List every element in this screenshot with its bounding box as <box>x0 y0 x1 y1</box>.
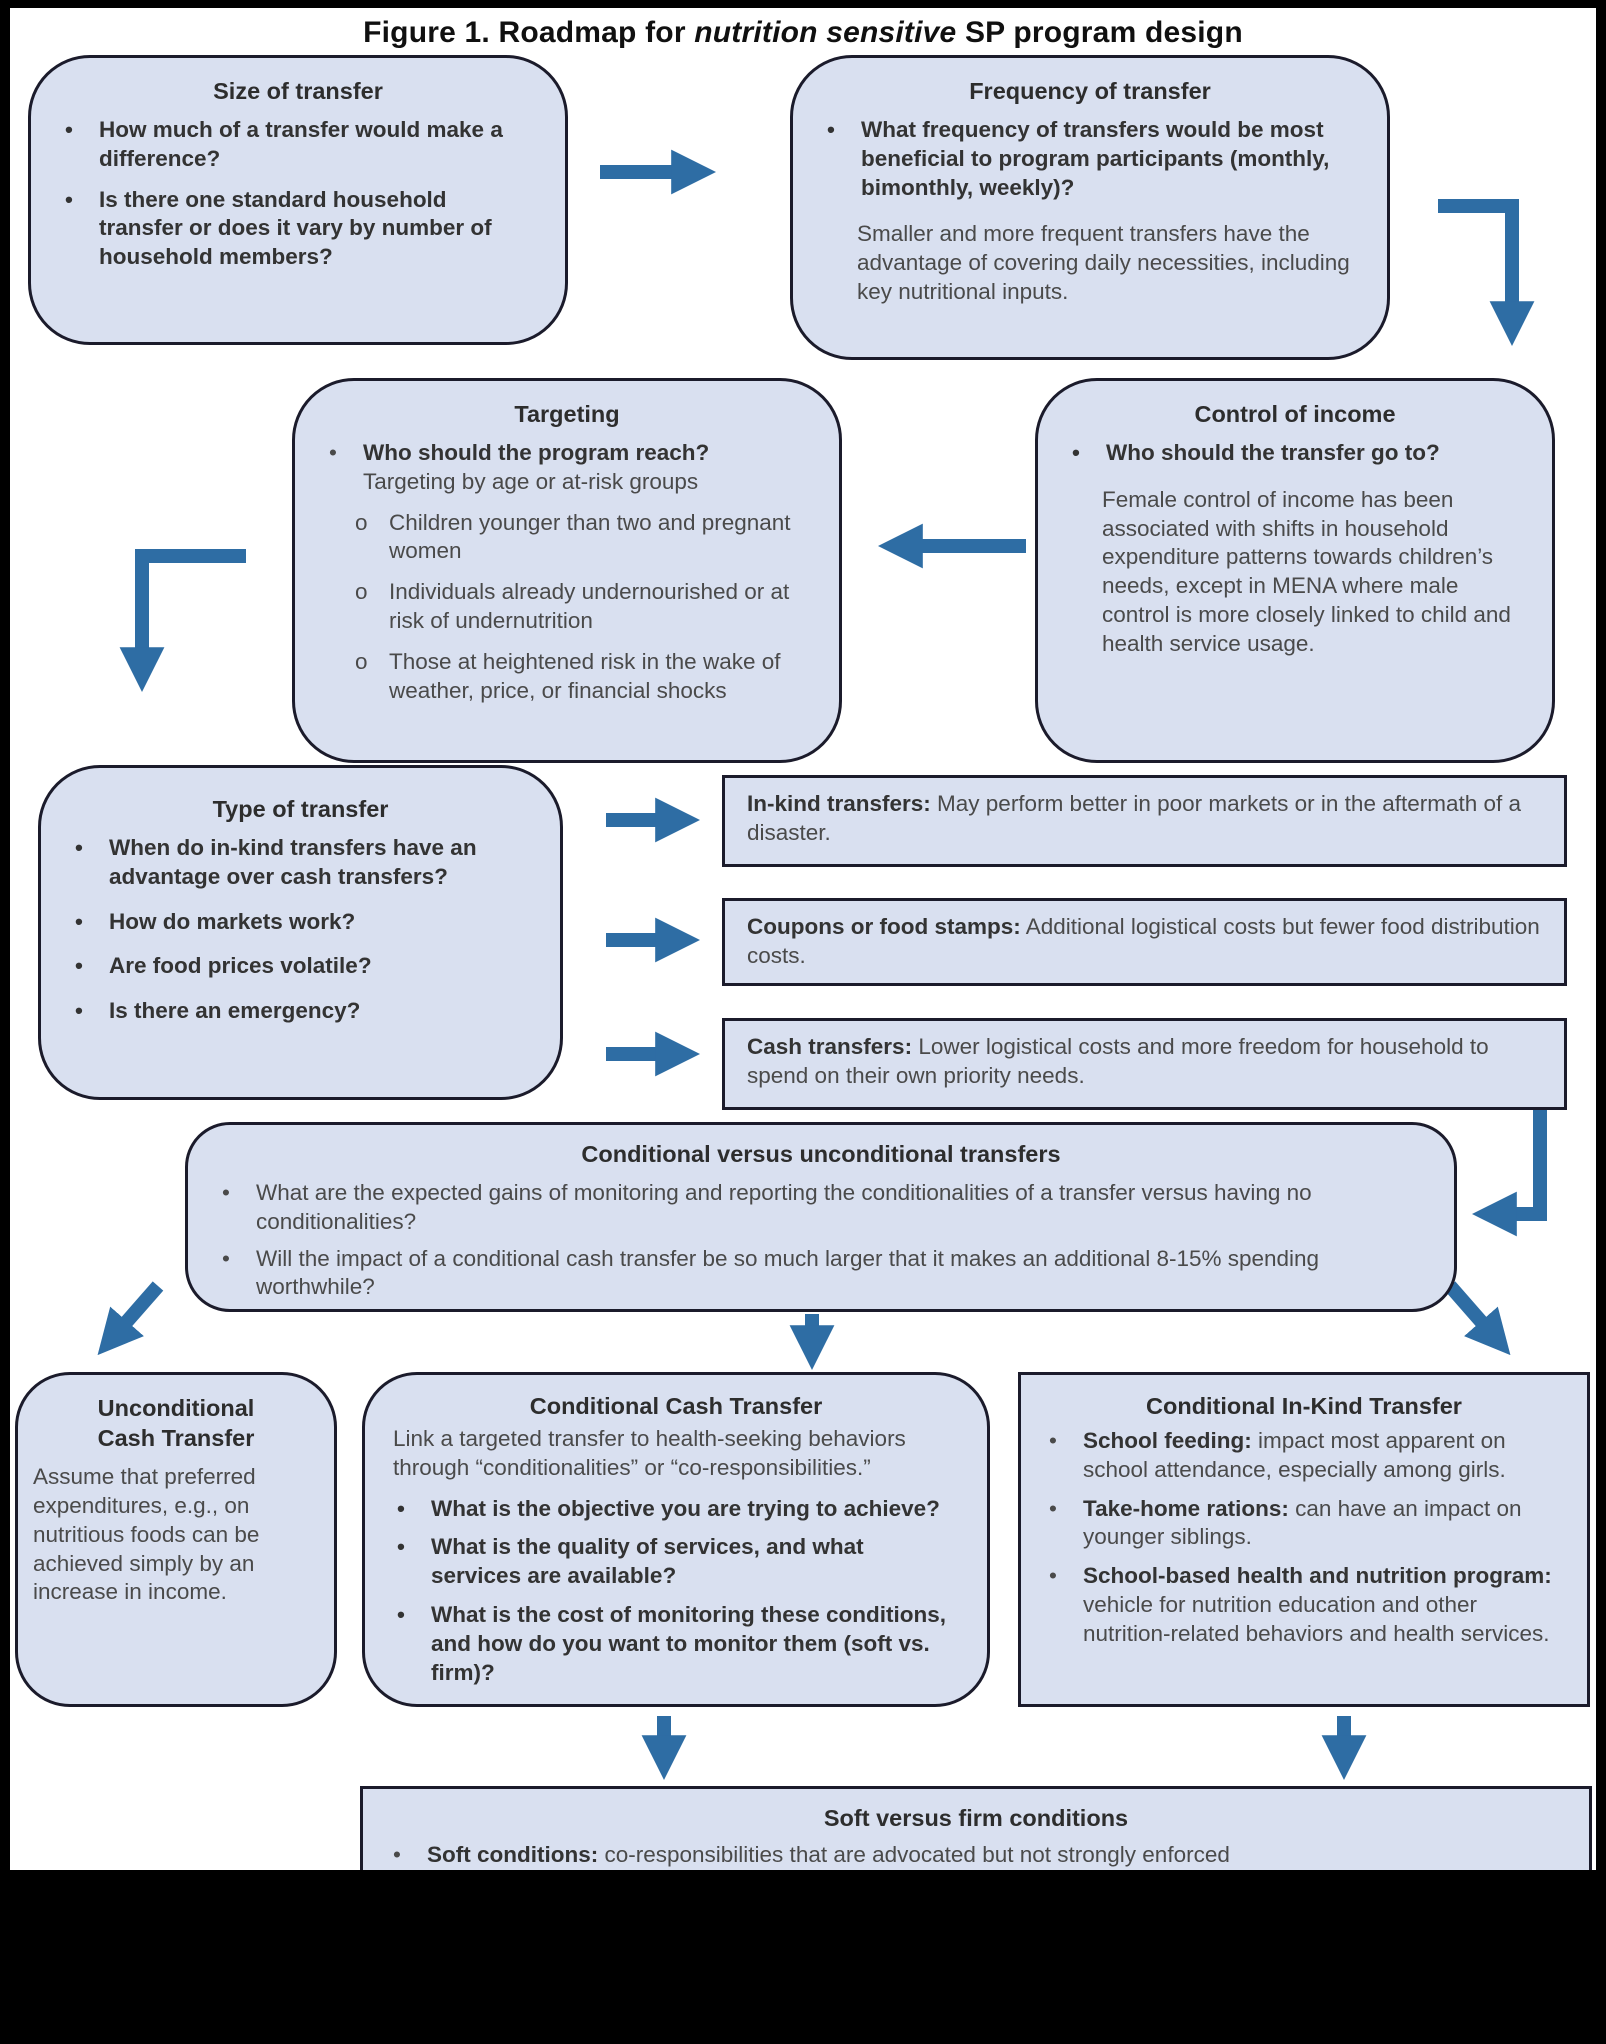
bullet-text: When do in-kind transfers have an advant… <box>109 835 477 889</box>
bottom-crop-mask <box>0 1870 1606 2044</box>
bullet-item: Take-home rations: can have an impact on… <box>1045 1495 1563 1553</box>
bullet-continuation: Targeting by age or at-risk groups <box>363 468 699 494</box>
bullet-text: How much of a transfer would make a diff… <box>99 117 503 171</box>
bullet-item: Soft conditions: co-responsibilities tha… <box>389 1841 1563 1870</box>
bullet-text: Who should the program reach? Targeting … <box>363 439 809 497</box>
sub-bullet-item: Those at heightened risk in the wake of … <box>351 648 809 706</box>
bullet-text: Is there an emergency? <box>109 998 361 1024</box>
box-text: May perform better in poor markets or in… <box>747 791 1522 845</box>
sub-bullet-item: Individuals already undernourished or at… <box>351 578 809 636</box>
bullet-text: Will the impact of a conditional cash tr… <box>256 1245 1320 1300</box>
bullet-text: Is there one standard household transfer… <box>99 186 492 270</box>
bullet-text: What is the quality of services, and wha… <box>431 1534 864 1589</box>
box-intro: Link a targeted transfer to health-seeki… <box>393 1426 906 1480</box>
bullet-text: How do markets work? <box>109 908 356 934</box>
bullet-text: Are food prices volatile? <box>109 953 372 979</box>
box-control-of-income: Control of income Who should the transfe… <box>1035 378 1555 763</box>
bullet-item: Will the impact of a conditional cash tr… <box>218 1245 1424 1303</box>
box-frequency-of-transfer: Frequency of transfer What frequency of … <box>790 55 1390 360</box>
bullet-lead: Who should the program reach? <box>363 440 710 466</box>
box-targeting: Targeting Who should the program reach? … <box>292 378 842 763</box>
box-note: Assume that preferred expenditures, e.g.… <box>33 1464 260 1605</box>
box-in-kind-transfers: In-kind transfers: May perform better in… <box>722 775 1567 867</box>
box-conditional-vs-unconditional: Conditional versus unconditional transfe… <box>185 1122 1457 1312</box>
bullet-lead: Soft conditions: <box>427 1842 599 1868</box>
box-text: Additional logistical costs but fewer fo… <box>747 914 1540 968</box>
box-conditional-cash-transfer: Conditional Cash Transfer Link a targete… <box>362 1372 990 1707</box>
box-heading: Size of transfer <box>213 78 383 104</box>
box-lead: Cash transfers: <box>747 1034 913 1059</box>
bullet-rest: can have an impact on younger siblings. <box>1083 1495 1522 1550</box>
box-heading: Conditional In-Kind Transfer <box>1146 1393 1462 1419</box>
box-heading: Conditional Cash Transfer <box>529 1393 823 1419</box>
box-size-of-transfer: Size of transfer How much of a transfer … <box>28 55 568 345</box>
figure-title-prefix: Figure 1. Roadmap for <box>363 16 695 49</box>
sub-bullet-item: Children younger than two and pregnant w… <box>351 509 809 567</box>
box-lead: Coupons or food stamps: <box>747 914 1021 939</box>
box-cash-transfers: Cash transfers: Lower logistical costs a… <box>722 1018 1567 1110</box>
bullet-item: What is the cost of monitoring these con… <box>393 1601 959 1687</box>
box-note: Smaller and more frequent transfers have… <box>857 221 1350 305</box>
bullet-text: What is the cost of monitoring these con… <box>431 1602 947 1685</box>
bullet-rest: impact most apparent on school attendanc… <box>1083 1428 1506 1482</box>
bullet-item: How do markets work? <box>71 908 530 937</box>
bullet-lead: School-based health and nutrition progra… <box>1083 1563 1552 1589</box>
bullet-item: Is there one standard household transfer… <box>61 186 535 272</box>
box-heading: Targeting <box>514 401 620 427</box>
bullet-text: School-based health and nutrition progra… <box>1083 1562 1563 1648</box>
figure-title-suffix: SP program design <box>956 16 1243 49</box>
box-conditional-in-kind-transfer: Conditional In-Kind Transfer School feed… <box>1018 1372 1590 1707</box>
bullet-text: School feeding: impact most apparent on … <box>1083 1427 1563 1485</box>
bullet-text: Individuals already undernourished or at… <box>389 579 790 634</box>
bullet-item: Is there an emergency? <box>71 997 530 1026</box>
bullet-item: When do in-kind transfers have an advant… <box>71 834 530 892</box>
bullet-text: Who should the transfer go to? <box>1106 440 1440 466</box>
bullet-text: What frequency of transfers would be mos… <box>861 117 1330 200</box>
bullet-item: Who should the transfer go to? <box>1068 439 1522 468</box>
bullet-text: Those at heightened risk in the wake of … <box>389 648 781 703</box>
box-type-of-transfer: Type of transfer When do in-kind transfe… <box>38 765 563 1100</box>
bullet-item: How much of a transfer would make a diff… <box>61 116 535 174</box>
box-coupons-food-stamps: Coupons or food stamps: Additional logis… <box>722 898 1567 986</box>
box-heading: Control of income <box>1194 401 1396 427</box>
box-heading: Conditional versus unconditional transfe… <box>581 1141 1061 1167</box>
bullet-lead: Take-home rations: <box>1083 1495 1289 1521</box>
box-note: Female control of income has been associ… <box>1102 486 1511 656</box>
bullet-rest: vehicle for nutrition education and othe… <box>1083 1592 1550 1646</box>
box-lead: In-kind transfers: <box>747 791 931 816</box>
bullet-item: Are food prices volatile? <box>71 952 530 981</box>
bullet-item: School feeding: impact most apparent on … <box>1045 1427 1563 1485</box>
box-heading: Frequency of transfer <box>969 78 1211 104</box>
bullet-item: What are the expected gains of monitorin… <box>218 1179 1424 1237</box>
box-unconditional-cash-transfer: Unconditional Cash Transfer Assume that … <box>15 1372 337 1707</box>
box-heading: Type of transfer <box>212 796 389 822</box>
bullet-text: What is the objective you are trying to … <box>431 1495 940 1521</box>
bullet-item: School-based health and nutrition progra… <box>1045 1562 1563 1648</box>
bullet-text: Take-home rations: can have an impact on… <box>1083 1495 1563 1553</box>
figure-title: Figure 1. Roadmap for nutrition sensitiv… <box>0 16 1606 50</box>
bullet-item: What is the quality of services, and wha… <box>393 1533 959 1591</box>
bullet-text: Soft conditions: co-responsibilities tha… <box>427 1841 1563 1870</box>
box-heading: Soft versus firm conditions <box>823 1805 1129 1831</box>
bullet-item: What frequency of transfers would be mos… <box>823 116 1357 202</box>
bullet-item: Who should the program reach? Targeting … <box>325 439 809 497</box>
figure-title-italic: nutrition sensitive <box>694 16 957 49</box>
bullet-rest: co-responsibilities that are advocated b… <box>598 1842 1230 1868</box>
bullet-text: Children younger than two and pregnant w… <box>389 509 791 564</box>
box-heading: Unconditional Cash Transfer <box>97 1395 255 1452</box>
bullet-item: What is the objective you are trying to … <box>393 1495 959 1524</box>
box-text: Lower logistical costs and more freedom … <box>747 1034 1489 1088</box>
bullet-text: What are the expected gains of monitorin… <box>256 1180 1312 1234</box>
bullet-lead: School feeding: <box>1083 1428 1252 1454</box>
